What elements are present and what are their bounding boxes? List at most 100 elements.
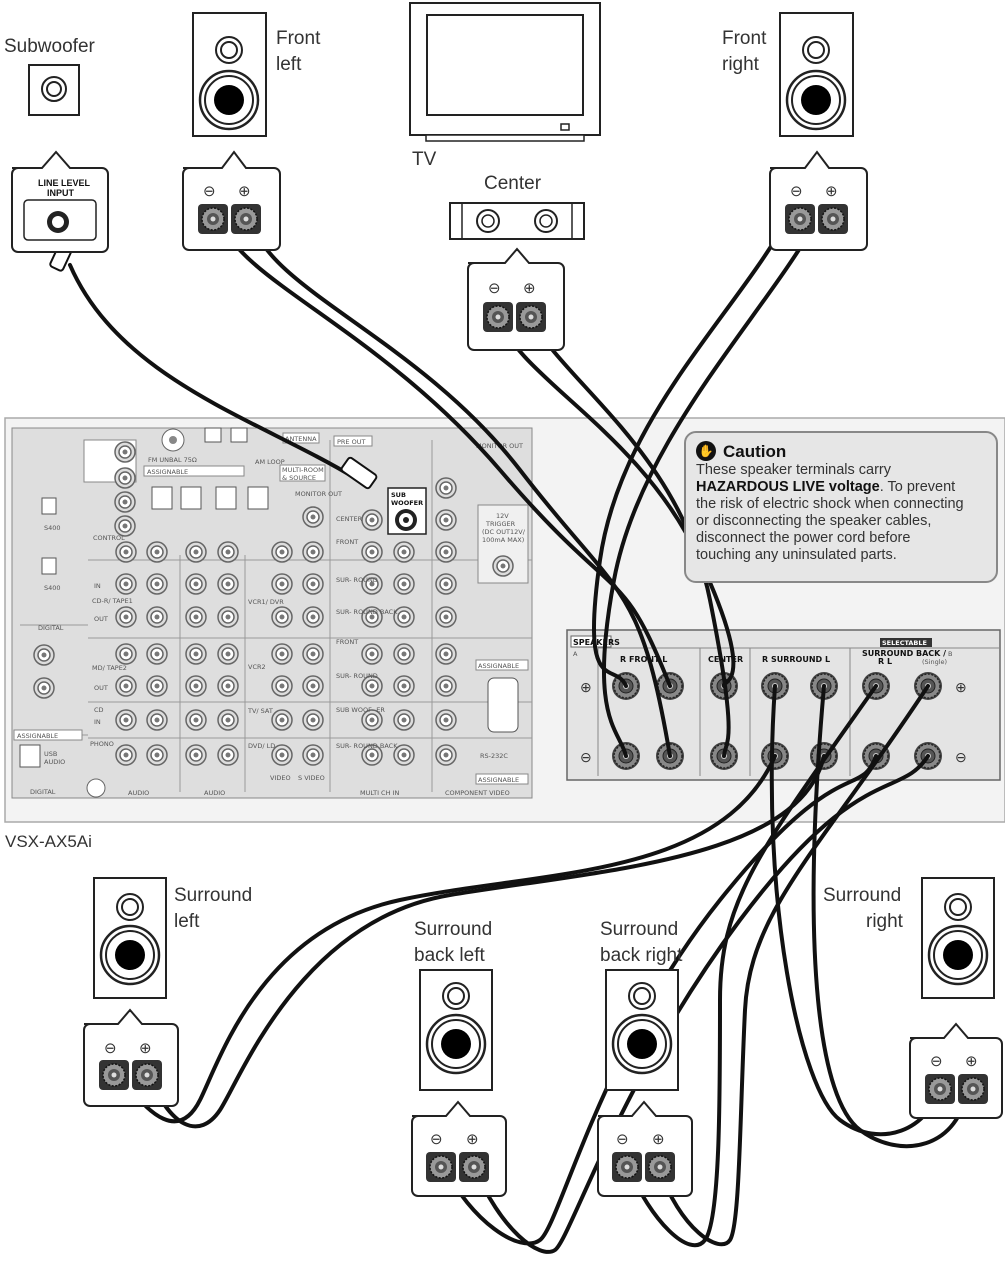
cable-back-right-b <box>656 684 930 1247</box>
video-label: VIDEO <box>270 774 291 782</box>
front-left-label-2: left <box>276 54 302 75</box>
tv: TV <box>409 2 601 170</box>
input-label-out2: OUT <box>94 684 108 692</box>
antenna-label: ANTENNA <box>285 435 317 443</box>
speaker-terminal-panel: SPEAKERS A R FRONT L CENTER R SURROUND L… <box>566 629 1001 781</box>
surround-right-plus: ⊕ <box>965 1053 978 1070</box>
assignable-label-comp: ASSIGNABLE <box>478 662 519 670</box>
speakers-b: B <box>948 650 952 658</box>
input-label-md: MD/ TAPE2 <box>92 664 127 672</box>
caution-box: ✋ Caution These speaker terminals carry … <box>684 431 998 583</box>
caution-line-4: or disconnecting the speaker cables, <box>696 513 932 529</box>
vcr2-label: VCR2 <box>248 663 266 671</box>
am-loop-label: AM LOOP <box>255 458 285 466</box>
svideo-label: S VIDEO <box>298 774 325 782</box>
front-left-plus: ⊕ <box>238 183 251 200</box>
speakers-a: A <box>573 650 578 658</box>
caution-bold: HAZARDOUS LIVE voltage <box>696 479 880 495</box>
surround-right-minus: ⊖ <box>930 1053 943 1070</box>
surround-back-rl: R L <box>878 657 892 666</box>
trigger-label-1: 12V <box>496 512 509 520</box>
surround-left-label-1: Surround <box>174 885 252 906</box>
usb-label-2: AUDIO <box>44 758 65 766</box>
surround-back-right-minus: ⊖ <box>616 1131 629 1148</box>
surround-left-minus: ⊖ <box>104 1040 117 1057</box>
multi-label-back: SUR- ROUND BACK <box>336 608 398 616</box>
surround-back-right-speaker: Surround back right ⊖ ⊕ <box>597 919 693 1197</box>
component-video-jacks <box>435 477 457 766</box>
audio-label-2: AUDIO <box>204 789 225 797</box>
panel-plus-left: ⊕ <box>580 679 592 695</box>
s400-label-2: S400 <box>44 584 61 592</box>
cable-back-right-a <box>626 684 878 1248</box>
control-label: CONTROL <box>93 534 125 542</box>
trigger-label-3: (DC OUT12V/ <box>482 528 526 536</box>
subwoofer-label: Subwoofer <box>4 36 96 57</box>
input-label-phono: PHONO <box>90 740 114 748</box>
sub-woofer-label-1: SUB <box>391 491 406 499</box>
center-header: CENTER <box>708 655 743 664</box>
front-right-label-2: right <box>722 54 760 75</box>
surround-back-header: SURROUND BACK / <box>862 649 946 658</box>
caution-text: These speaker terminals carry HAZARDOUS … <box>696 462 986 564</box>
tvsat-label: TV/ SAT <box>247 707 273 715</box>
multi-label-surround: SUR- ROUND <box>336 576 378 584</box>
selectable-label: SELECTABLE <box>882 639 927 647</box>
pre-out-label: PRE OUT <box>337 438 365 446</box>
surround-back-left-speaker: Surround back left ⊖ ⊕ <box>411 919 507 1197</box>
cable-front-left-a <box>220 220 672 688</box>
audio-label: AUDIO <box>128 789 149 797</box>
panel-minus-left: ⊖ <box>580 749 592 765</box>
multi-label-center: CENTER <box>336 515 363 523</box>
assignable-label-bottom: ASSIGNABLE <box>478 776 519 784</box>
panel-minus-right: ⊖ <box>955 749 967 765</box>
front-right-label-1: Front <box>722 28 767 49</box>
tv-label: TV <box>412 149 437 170</box>
surround-back-left-plus: ⊕ <box>466 1131 479 1148</box>
front-right-plus: ⊕ <box>825 183 838 200</box>
assignable-digital-label: ASSIGNABLE <box>147 468 188 476</box>
multiroom-label-1: MULTI-ROOM <box>282 466 324 474</box>
caution-line-6: touching any uninsulated parts. <box>696 547 897 563</box>
multi-ch-in-label: MULTI CH IN <box>360 789 399 797</box>
center-speaker: Center ⊖ ⊕ <box>449 173 585 351</box>
multi-label-front: FRONT <box>336 538 358 546</box>
panel-plus-right: ⊕ <box>955 679 967 695</box>
surround-right-label-2: right <box>866 911 904 932</box>
cable-back-left-b <box>472 754 930 1254</box>
line-level-label-2: INPUT <box>47 188 75 198</box>
center-label: Center <box>484 173 542 194</box>
surround-back-left-label-2: back left <box>414 945 485 966</box>
caution-title: Caution <box>723 441 787 461</box>
hand-icon: ✋ <box>696 441 716 461</box>
caution-title-row: ✋ Caution <box>696 441 986 461</box>
trigger-label-4: 100mA MAX) <box>482 536 524 544</box>
surround-left-label-2: left <box>174 911 200 932</box>
cable-front-right-b <box>601 220 818 758</box>
model-label: VSX-AX5Ai <box>5 832 92 851</box>
multiroom-label-2: & SOURCE <box>282 474 316 482</box>
front-right-minus: ⊖ <box>790 183 803 200</box>
line-level-label-1: LINE LEVEL <box>38 178 91 188</box>
rs232c-label: RS-232C <box>480 752 508 760</box>
s400-label-1: S400 <box>44 524 61 532</box>
surround-left-speaker: Surround left ⊖ ⊕ <box>83 877 252 1107</box>
surround-back-left-minus: ⊖ <box>430 1131 443 1148</box>
caution-line-1: These speaker terminals carry <box>696 462 892 478</box>
cable-front-left-b <box>250 220 672 758</box>
vcr1-label: VCR1/ DVR <box>248 598 284 606</box>
cable-surround-left-b <box>145 754 826 1129</box>
assignable-label-left: ASSIGNABLE <box>17 732 58 740</box>
multi-label-front2: FRONT <box>336 638 358 646</box>
front-left-speaker: Front left ⊖ ⊕ <box>182 12 321 251</box>
caution-line-2-rest: . To prevent <box>879 479 956 495</box>
caution-line-2: HAZARDOUS LIVE voltage. To prevent <box>696 479 986 496</box>
speaker-cables <box>68 220 970 1254</box>
surround-back-right-label-1: Surround <box>600 919 678 940</box>
input-label-cdr: CD-R/ TAPE1 <box>92 597 133 605</box>
multi-label-sub: SUB WOOF- ER <box>336 706 385 714</box>
monitor-out-label: MONITOR OUT <box>295 490 342 498</box>
sub-woofer-label-2: WOOFER <box>391 499 423 507</box>
single-label: (Single) <box>922 658 947 666</box>
